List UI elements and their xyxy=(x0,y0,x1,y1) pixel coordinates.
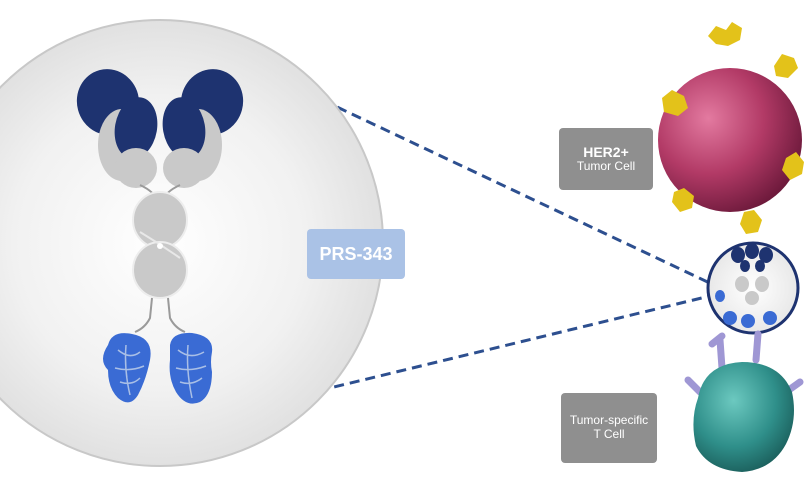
zoom-line-bottom xyxy=(271,293,715,404)
fab-arm-left xyxy=(76,69,158,188)
t-cell-label-line1: Tumor-specific xyxy=(569,413,649,428)
synapse-zoom xyxy=(706,241,800,335)
tumor-cell xyxy=(658,22,804,234)
her2-receptor xyxy=(740,210,762,234)
linker-lines xyxy=(134,297,186,333)
small-zoom-circle xyxy=(706,241,800,335)
t-cell-body xyxy=(693,362,794,472)
t-cell-label-line2: T Cell xyxy=(593,427,625,441)
fab-arm-right xyxy=(162,69,244,188)
zoom-line-top xyxy=(264,71,715,287)
anticalin-right xyxy=(169,332,213,404)
her2-receptor xyxy=(774,54,798,78)
her2-receptor xyxy=(672,188,694,212)
t-cell-receptor xyxy=(684,376,704,396)
t-cell-receptors xyxy=(684,330,804,396)
tumor-cell-title: HER2+ xyxy=(583,144,629,161)
bispecific-molecule xyxy=(76,69,244,404)
t-cell xyxy=(684,330,804,472)
molecule-label: PRS-343 xyxy=(307,229,405,279)
t-cell-receptor xyxy=(752,330,762,364)
her2-receptor xyxy=(782,152,804,180)
tumor-cell-subtitle: Tumor Cell xyxy=(576,159,636,174)
tumor-cell-label: HER2+ Tumor Cell xyxy=(559,128,653,190)
t-cell-receptor xyxy=(716,336,726,372)
fc-region xyxy=(132,191,188,299)
zoom-connector-lines xyxy=(264,71,715,404)
t-cell-receptor xyxy=(708,332,726,348)
t-cell-label: Tumor-specific T Cell xyxy=(561,393,657,463)
her2-receptors xyxy=(662,22,804,234)
her2-receptor xyxy=(708,22,742,46)
anticalin-left xyxy=(103,333,151,403)
mini-molecule xyxy=(715,243,777,328)
her2-receptor xyxy=(662,90,688,116)
